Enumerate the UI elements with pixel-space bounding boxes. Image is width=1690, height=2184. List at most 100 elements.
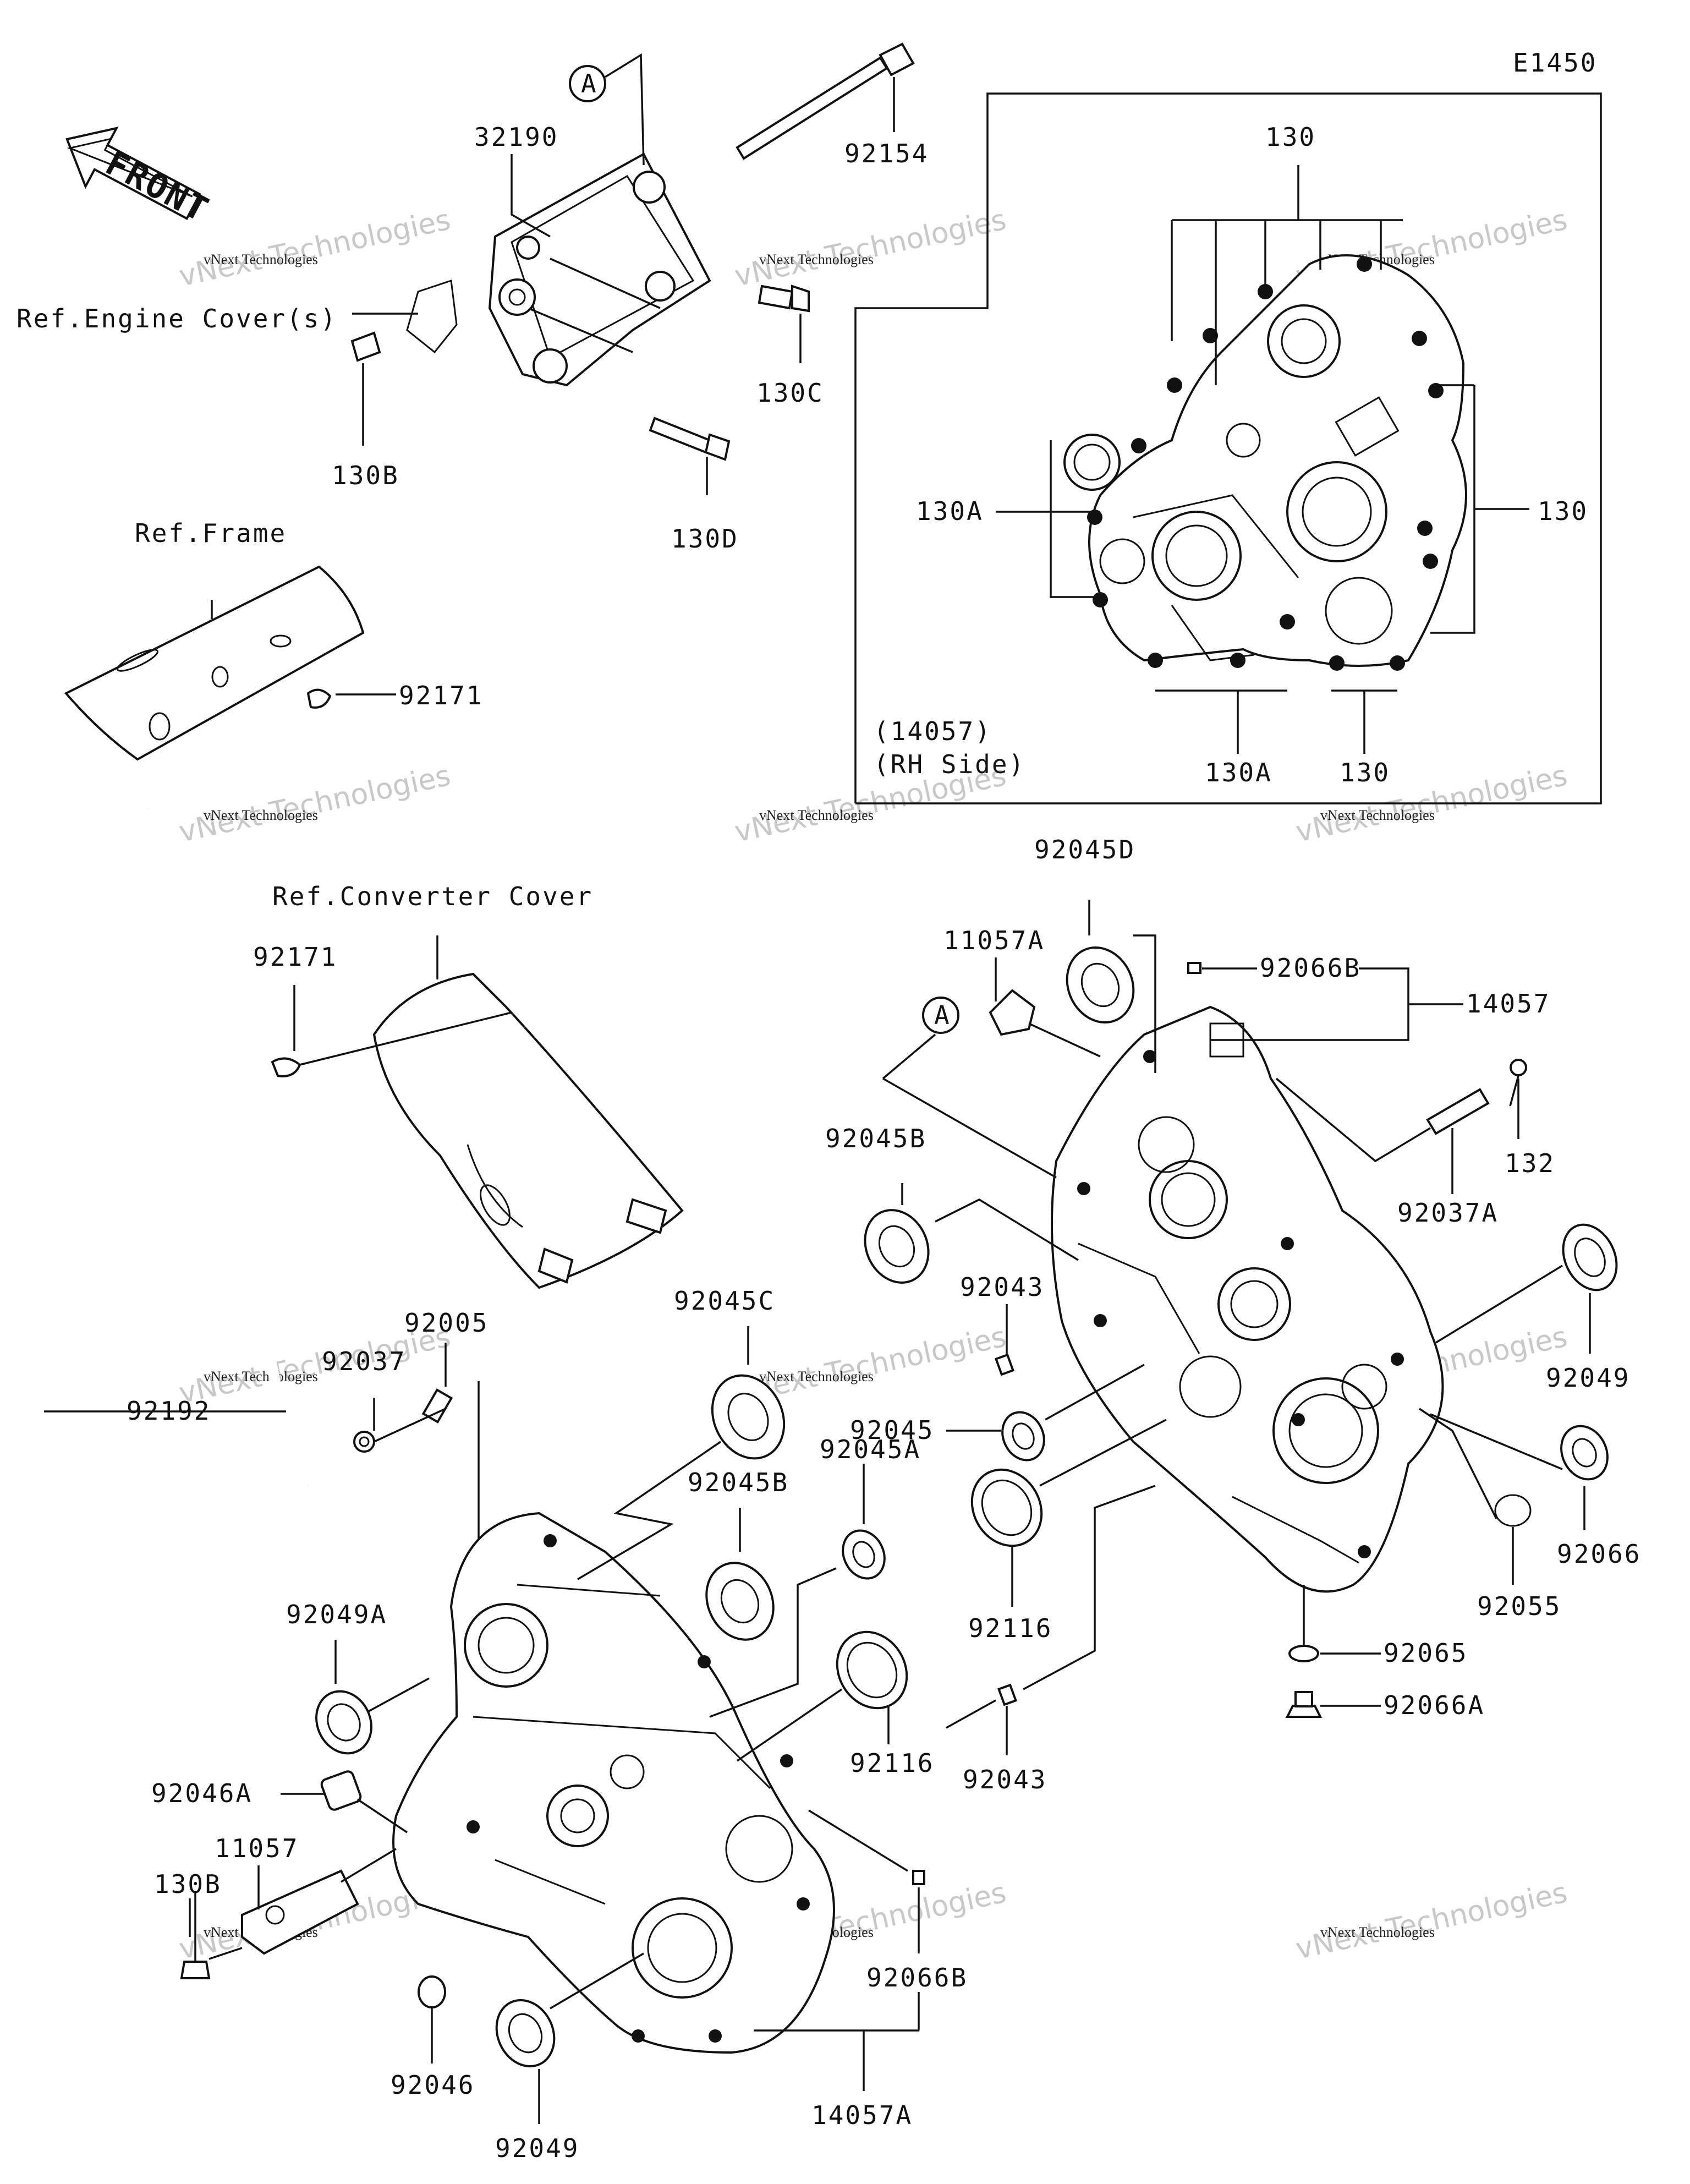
crankcase-rh-side-view	[1063, 254, 1467, 671]
label-92049-right: 92049	[1546, 1363, 1630, 1393]
dowel-92043-top[interactable]	[994, 1353, 1015, 1376]
label-130c: 130C	[756, 378, 824, 408]
leader	[341, 1848, 397, 1883]
bearing-92045b-left[interactable]	[694, 1552, 786, 1651]
label-92045c: 92045C	[674, 1286, 775, 1316]
plug-92066[interactable]	[1553, 1419, 1616, 1487]
label-92065: 92065	[1384, 1638, 1468, 1668]
rh-side-part: (14057)	[874, 716, 992, 746]
diagram-code: E1450	[1513, 48, 1597, 78]
label-130a-bottom: 130A	[1205, 758, 1272, 787]
converter-cover	[372, 972, 684, 1289]
leader	[1275, 1077, 1431, 1163]
watermark: vNext Technologies	[176, 204, 453, 293]
label-92037a: 92037A	[1397, 1198, 1499, 1228]
crankcase-right-14057[interactable]	[1051, 1005, 1444, 1593]
clip-92037[interactable]	[353, 1431, 375, 1453]
watermark-small: vNext Technologies	[204, 1369, 318, 1384]
watermark-small: vNext Technologies	[204, 251, 318, 267]
label-92045d: 92045D	[1034, 835, 1135, 864]
leader	[1435, 1265, 1563, 1344]
label-92116-right: 92116	[968, 1613, 1052, 1643]
leader	[946, 1699, 996, 1729]
bolt-130c[interactable]	[758, 284, 810, 313]
crankcase-left-14057a[interactable]	[392, 1512, 835, 2054]
bearing-92045[interactable]	[995, 1405, 1051, 1467]
clip-92171-frame[interactable]	[306, 688, 332, 709]
bearing-92045d[interactable]	[1055, 937, 1145, 1033]
watermark-small: vNext Technologies	[204, 807, 318, 823]
leader	[935, 1198, 1079, 1261]
screw-132[interactable]	[1509, 1059, 1527, 1107]
leader	[1050, 440, 1100, 598]
label-130-top: 130	[1265, 122, 1316, 152]
seal-92049-bottom[interactable]	[486, 1991, 564, 2076]
oring-92055[interactable]	[1494, 1494, 1532, 1527]
label-92066: 92066	[1557, 1539, 1641, 1569]
label-14057a: 14057A	[811, 2100, 913, 2130]
frame-tube	[64, 565, 365, 761]
label-132: 132	[1505, 1148, 1555, 1178]
leader	[1028, 1022, 1101, 1058]
watermark-small: vNext Technologies	[1320, 1924, 1435, 1940]
label-14057: 14057	[1466, 989, 1550, 1019]
bolt-130d[interactable]	[649, 417, 731, 461]
leader	[550, 1952, 644, 2010]
label-92049-bottom: 92049	[495, 2133, 579, 2163]
front-arrow-label: FRONT	[99, 143, 216, 230]
engine-mount-bracket[interactable]	[488, 152, 711, 387]
watermark-small: vNext Technologies	[759, 807, 874, 823]
watermark: vNext Technologies	[1293, 1876, 1570, 1966]
bearing-92045c[interactable]	[699, 1364, 797, 1470]
watermark-small: vNext Technologies	[1320, 807, 1435, 823]
leader	[737, 1688, 842, 1762]
dowel-92066b-top[interactable]	[1187, 962, 1201, 974]
label-92045b-right: 92045B	[825, 1124, 926, 1153]
rh-side-box	[854, 92, 1602, 804]
label-92066b-bottom: 92066B	[866, 1963, 968, 1993]
seal-92049a[interactable]	[306, 1682, 381, 1762]
bracket-11057[interactable]	[241, 1869, 359, 1955]
leader	[511, 154, 551, 238]
bearing-92046[interactable]	[418, 1975, 446, 2008]
leader	[1419, 1408, 1497, 1519]
leader	[368, 1677, 430, 1712]
label-92192: 92192	[127, 1396, 211, 1426]
label-92005: 92005	[404, 1308, 489, 1338]
bearing-92045b-right[interactable]	[853, 1200, 940, 1293]
clip-92171-conv[interactable]	[271, 1057, 301, 1077]
label-92046a: 92046A	[151, 1778, 253, 1808]
dowel-92066b-bottom[interactable]	[912, 1870, 925, 1885]
bolt-130b-top[interactable]	[350, 331, 381, 362]
pin-92037a[interactable]	[1426, 1088, 1490, 1135]
label-130b-top: 130B	[332, 461, 399, 490]
leader	[577, 1441, 721, 1580]
seal-92049-right[interactable]	[1553, 1216, 1627, 1299]
ref-frame: Ref.Frame	[135, 518, 287, 548]
plug-92066a[interactable]	[1285, 1691, 1323, 1718]
dowel-92043-bottom[interactable]	[997, 1683, 1018, 1706]
rh-side-label: (RH Side)	[874, 749, 1025, 779]
sleeve-92116-right[interactable]	[958, 1457, 1055, 1559]
label-130-bottom: 130	[1340, 758, 1390, 787]
label-92045b-left: 92045B	[688, 1468, 789, 1497]
watermark: vNext Technologies	[732, 204, 1009, 293]
bolt-130b-bottom[interactable]	[180, 1893, 211, 1979]
sleeve-92116-left[interactable]	[824, 1619, 920, 1721]
washer-92065[interactable]	[1288, 1645, 1319, 1662]
watermark: vNext Technologies	[176, 759, 453, 849]
leader	[1023, 1485, 1156, 1690]
needle-bearing-92046a[interactable]	[320, 1770, 362, 1811]
label-11057: 11057	[215, 1833, 299, 1863]
label-92043-top: 92043	[960, 1272, 1044, 1302]
bracket-11057a[interactable]	[989, 989, 1036, 1036]
ref-engine-cover: Ref.Engine Cover(s)	[17, 304, 337, 333]
label-92037: 92037	[322, 1346, 406, 1376]
long-bolt-92154[interactable]	[736, 42, 915, 160]
bearing-92045a[interactable]	[835, 1524, 892, 1585]
label-92046: 92046	[391, 2070, 475, 2100]
label-92171-conv: 92171	[253, 942, 337, 972]
leader	[357, 1798, 408, 1833]
callout-a-top-letter: A	[581, 69, 598, 98]
label-130b-bottom: 130B	[154, 1869, 222, 1899]
